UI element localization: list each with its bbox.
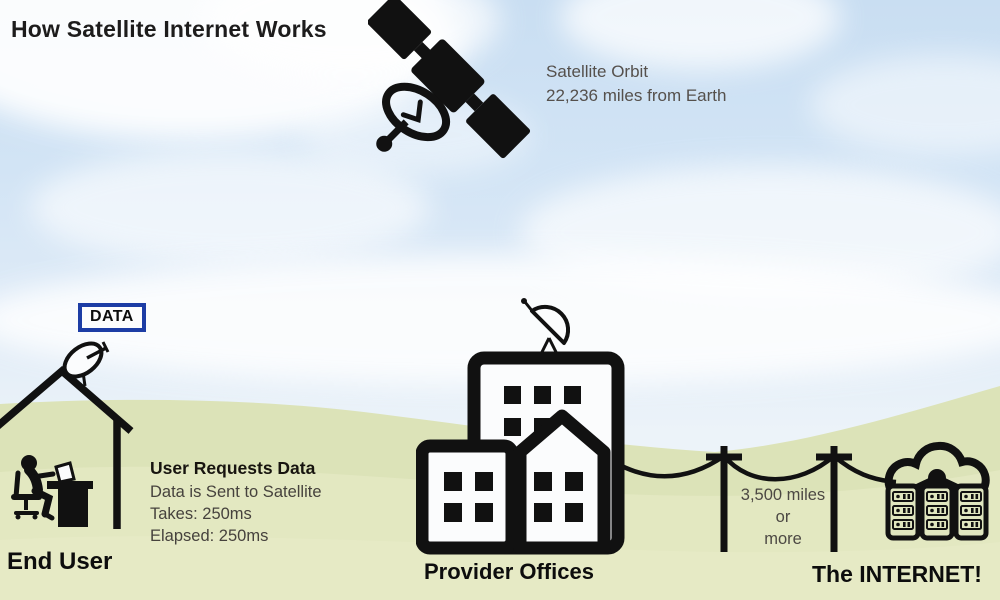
server-rack-icon xyxy=(885,483,989,541)
house-icon xyxy=(0,341,134,529)
internet-label: The INTERNET! xyxy=(812,561,982,587)
request-info: User Requests Data Data is Sent to Satel… xyxy=(150,457,322,547)
distance-line1: 3,500 miles xyxy=(740,486,826,504)
data-badge: DATA xyxy=(78,303,146,332)
satellite-icon xyxy=(368,0,531,159)
provider-offices-icon xyxy=(416,298,625,555)
satellite-caption-line1: Satellite Orbit xyxy=(546,62,649,81)
request-info-line: Takes: 250ms xyxy=(150,505,252,523)
satellite-caption: Satellite Orbit 22,236 miles from Earth xyxy=(546,60,726,108)
internet-cloud-servers-icon xyxy=(884,441,990,541)
request-info-line: Elapsed: 250ms xyxy=(150,527,269,545)
request-info-title: User Requests Data xyxy=(150,458,316,478)
satellite-caption-line2: 22,236 miles from Earth xyxy=(546,86,727,105)
request-info-line: Data is Sent to Satellite xyxy=(150,483,322,501)
distance-line3: more xyxy=(764,530,802,548)
distance-line2: or xyxy=(775,508,791,526)
end-user-label: End User xyxy=(7,548,113,575)
cloud-shape xyxy=(30,150,430,265)
person-at-desk-icon xyxy=(11,455,93,527)
house-dish-icon xyxy=(62,341,110,387)
page-title: How Satellite Internet Works xyxy=(11,16,327,42)
provider-offices-label: Provider Offices xyxy=(424,559,594,584)
distance-label: 3,500 miles or more xyxy=(720,484,846,550)
telephone-line-icon xyxy=(612,446,897,552)
